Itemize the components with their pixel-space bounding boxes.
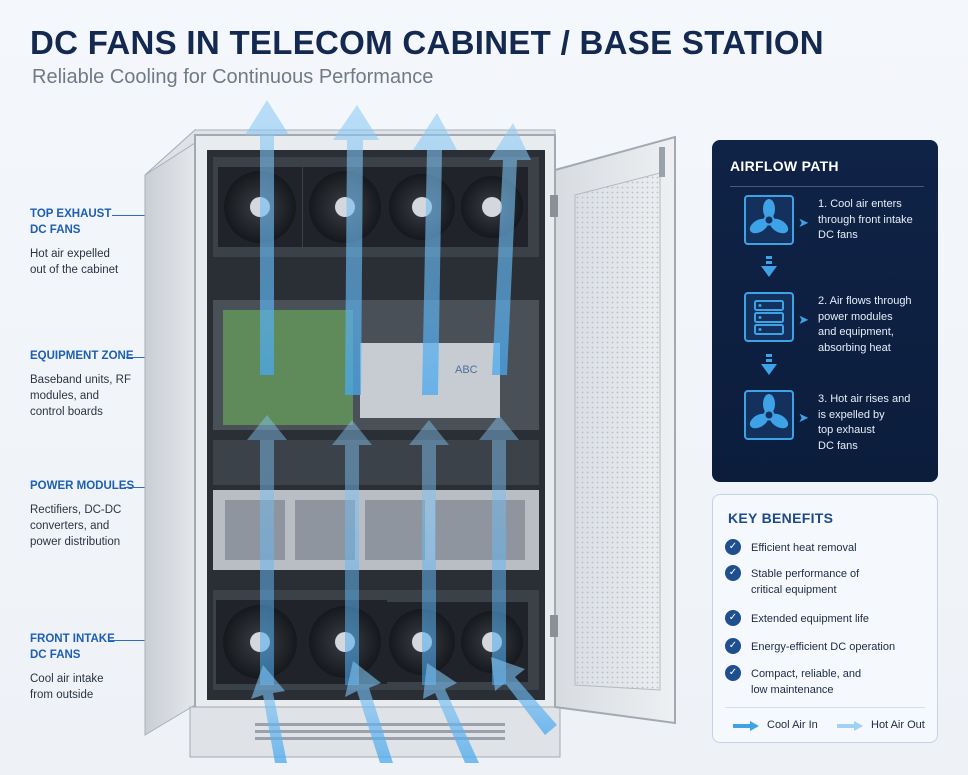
callout-desc-line: control boards	[30, 406, 103, 418]
arrow-right-icon: ➤	[798, 215, 809, 230]
arrow-right-icon: ➤	[798, 410, 809, 425]
callout-heading-line: DC FANS	[30, 649, 81, 661]
hot-air-arrow-icon	[837, 721, 863, 731]
benefit-line: Extended equipment life	[751, 613, 870, 625]
benefit-line: Energy-efficient DC operation	[751, 641, 896, 653]
benefits-panel-title: KEY BENEFITS	[728, 510, 834, 526]
page-subtitle: Reliable Cooling for Continuous Performa…	[32, 66, 434, 88]
check-icon: ✓	[725, 539, 741, 555]
callout-heading-line: TOP EXHAUST	[30, 208, 112, 220]
legend-label: Hot Air Out	[871, 719, 925, 731]
module-label: ABC	[455, 364, 478, 376]
airflow-panel-divider	[730, 186, 924, 187]
benefit-line: Efficient heat removal	[751, 542, 857, 554]
benefit-line: low maintenance	[751, 684, 834, 696]
callout-heading-line: FRONT INTAKE	[30, 633, 115, 645]
step-line: 2. Air flows through	[818, 295, 912, 307]
callout-desc-line: from outside	[30, 689, 94, 701]
check-icon: ✓	[725, 565, 741, 581]
callout-desc-line: out of the cabinet	[30, 264, 119, 276]
callout-desc-line: Cool air intake	[30, 673, 104, 685]
intake-airflow-arrows	[251, 657, 557, 763]
fan-icon	[744, 195, 794, 245]
cabinet-illustration: ABC	[135, 95, 690, 765]
legend-label: Cool Air In	[767, 719, 818, 731]
callout-heading: POWER MODULES	[30, 478, 220, 494]
arrow-right-icon: ➤	[798, 312, 809, 327]
callout-description: Cool air intake from outside	[30, 671, 220, 703]
step-line: 1. Cool air enters	[818, 198, 902, 210]
server-rack-icon	[744, 292, 794, 342]
callout-heading: FRONT INTAKE DC FANS	[30, 631, 220, 663]
benefit-text: Compact, reliable, and low maintenance	[751, 666, 926, 698]
callout-desc-line: Rectifiers, DC-DC	[30, 504, 122, 516]
callout-desc-line: modules, and	[30, 390, 100, 402]
arrow-down-icon	[761, 354, 777, 375]
callout-desc-line: converters, and	[30, 520, 110, 532]
key-benefits-panel: KEY BENEFITS ✓ Efficient heat removal ✓ …	[712, 494, 938, 743]
step-line: 3. Hot air rises and	[818, 393, 911, 405]
callout-desc-line: Hot air expelled	[30, 248, 110, 260]
callout-heading: TOP EXHAUST DC FANS	[30, 206, 220, 238]
callout-desc-line: Baseband units, RF	[30, 374, 132, 386]
callout-desc-line: power distribution	[30, 536, 121, 548]
exhaust-airflow-arrows	[245, 100, 531, 395]
page-title: DC FANS IN TELECOM CABINET / BASE STATIO…	[30, 24, 824, 61]
airflow-step-3: ➤ 3. Hot air rises and is expelled by to…	[744, 390, 930, 452]
step-line: and equipment,	[818, 326, 894, 338]
step-line: is expelled by	[818, 408, 885, 421]
callout-heading-line: DC FANS	[30, 224, 81, 236]
airflow-step-text: 1. Cool air enters through front intake …	[818, 197, 928, 244]
airflow-legend: Cool Air In Hot Air Out	[725, 707, 925, 737]
benefit-text: Stable performance of critical equipment	[751, 566, 926, 598]
check-icon: ✓	[725, 665, 741, 681]
cool-air-arrow-icon	[733, 721, 759, 731]
step-line: top exhaust	[818, 424, 875, 436]
arrow-down-icon	[761, 256, 777, 277]
airflow-step-text: 3. Hot air rises and is expelled by top …	[818, 392, 928, 454]
check-icon: ✓	[725, 610, 741, 626]
fan-icon	[744, 390, 794, 440]
step-line: absorbing heat	[818, 341, 891, 354]
benefit-line: critical equipment	[751, 584, 837, 596]
callout-description: Baseband units, RF modules, and control …	[30, 372, 220, 420]
callout-heading-line: POWER MODULES	[30, 480, 135, 492]
step-line: power modules	[818, 310, 893, 323]
benefit-line: Compact, reliable, and	[751, 668, 862, 680]
benefit-line: Stable performance of	[751, 568, 860, 580]
airflow-step-text: 2. Air flows through power modules and e…	[818, 294, 928, 356]
callout-front-intake: FRONT INTAKE DC FANS Cool air intake fro…	[30, 631, 220, 703]
callout-equipment-zone: EQUIPMENT ZONE Baseband units, RF module…	[30, 348, 220, 420]
internal-airflow-arrows	[247, 415, 519, 685]
airflow-step-2: ➤ 2. Air flows through power modules and…	[744, 292, 930, 354]
callout-heading: EQUIPMENT ZONE	[30, 348, 220, 364]
benefit-text: Efficient heat removal	[751, 540, 926, 556]
benefit-text: Extended equipment life	[751, 611, 926, 627]
cabinet-drawing: ABC	[144, 100, 676, 763]
step-line: through front intake	[818, 213, 913, 226]
benefit-text: Energy-efficient DC operation	[751, 639, 926, 655]
callout-power-modules: POWER MODULES Rectifiers, DC-DC converte…	[30, 478, 220, 550]
airflow-path-panel: AIRFLOW PATH ➤ 1. Cool air enters throug…	[712, 140, 938, 482]
step-line: DC fans	[818, 439, 858, 452]
check-icon: ✓	[725, 638, 741, 654]
callout-description: Rectifiers, DC-DC converters, and power …	[30, 502, 220, 550]
callout-description: Hot air expelled out of the cabinet	[30, 246, 220, 278]
step-line: DC fans	[818, 229, 858, 241]
airflow-step-1: ➤ 1. Cool air enters through front intak…	[744, 195, 930, 251]
airflow-panel-title: AIRFLOW PATH	[730, 158, 839, 174]
callout-top-exhaust: TOP EXHAUST DC FANS Hot air expelled out…	[30, 206, 220, 278]
callout-heading-line: EQUIPMENT ZONE	[30, 350, 134, 362]
